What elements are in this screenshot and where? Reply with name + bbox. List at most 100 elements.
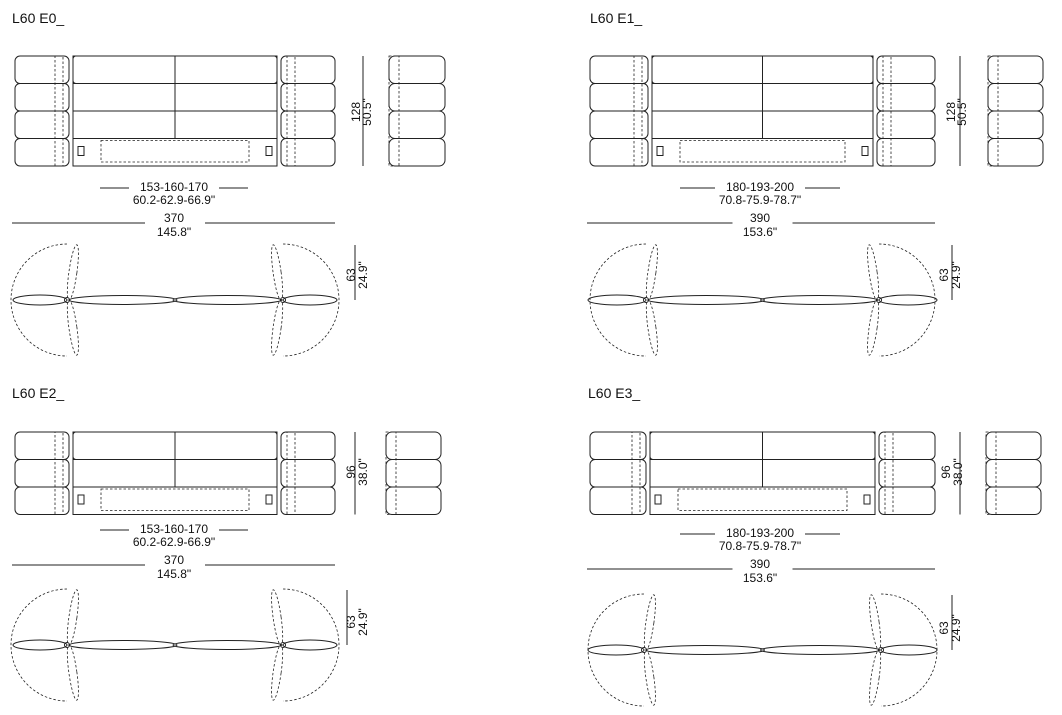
armrest-cushion: [878, 431, 936, 460]
side-view-cushion: [985, 459, 1042, 488]
bed-length-cm-label: 180-193-200: [726, 180, 794, 194]
armrest-hinge-outline: [286, 431, 296, 515]
sofa-center-frame: [72, 55, 278, 167]
control-button-icon: [863, 494, 871, 505]
depth-in-label: 24.9": [949, 261, 963, 289]
control-button-icon: [77, 146, 85, 156]
depth-cm-label: 63: [937, 268, 951, 282]
armrest-cushion: [14, 431, 70, 460]
armrest-swing-arc: [878, 243, 936, 357]
armrest-cushion: [280, 55, 336, 84]
height-cm-label: 96: [344, 465, 358, 479]
bed-length-cm-label: 180-193-200: [726, 526, 794, 540]
height-cm-label: 128: [349, 102, 363, 122]
armrest-top-view: [587, 644, 645, 656]
panel-title: L60 E2_: [12, 385, 64, 401]
armrest-rotated-position: [867, 299, 880, 356]
armrest-top-view: [587, 294, 647, 306]
armrest-rotated-position: [271, 299, 284, 356]
armrest-top-view: [282, 294, 338, 306]
panel-l60-e2: L60 E2_ 96 38.0" 153-160-170 60.2-62.9-6…: [10, 385, 442, 702]
sofa-drawing: [10, 55, 446, 357]
total-width-in-label: 153.6": [743, 225, 777, 239]
armrest-top-view: [12, 294, 68, 306]
depth-in-label: 24.9": [949, 614, 963, 642]
total-width-cm-label: 370: [164, 553, 184, 567]
control-button-icon: [861, 146, 869, 156]
sofa-center-frame: [651, 55, 874, 167]
control-button-icon: [265, 146, 273, 156]
armrest-cushion: [280, 431, 336, 460]
armrest-cushion: [589, 110, 649, 139]
armrest-rotated-position: [271, 644, 284, 701]
armrest-rotated-position: [645, 299, 658, 356]
armrest-top-view: [12, 639, 68, 651]
seat-top-view: [172, 295, 282, 305]
armrest-cushion: [14, 138, 70, 167]
armrest-cushion: [14, 83, 70, 112]
armrest-hinge-outline: [54, 431, 64, 515]
armrest-rotated-position: [66, 644, 79, 701]
height-in-label: 38.0": [951, 458, 965, 486]
armrest-cushion: [280, 110, 336, 139]
armrest-cushion: [14, 459, 70, 488]
sofa-drawing: [587, 431, 1042, 707]
seat-top-view: [172, 640, 282, 650]
sofa-center-frame: [72, 431, 278, 515]
armrest-cushion: [589, 138, 649, 167]
armrest-swing-arc: [587, 593, 645, 707]
side-view-cushion: [388, 83, 446, 112]
bed-length-cm-label: 153-160-170: [140, 180, 208, 194]
seat-top-view: [645, 645, 765, 655]
armrest-cushion: [280, 83, 336, 112]
armrest-cushion: [876, 138, 936, 167]
armrest-top-view: [880, 644, 938, 656]
armrest-cushion: [14, 110, 70, 139]
armrest-rotated-position: [66, 244, 79, 301]
armrest-cushion: [589, 459, 647, 488]
armrest-top-view: [282, 639, 338, 651]
armrest-cushion: [589, 83, 649, 112]
sofa-drawing: [10, 431, 442, 702]
bed-length-in-label: 60.2-62.9-66.9": [133, 535, 215, 549]
bed-frame-outline: [100, 488, 250, 511]
sofa-drawing: [587, 55, 1044, 357]
side-view-hinge: [985, 431, 997, 515]
sofa-center-frame: [649, 431, 876, 515]
panel-l60-e0: L60 E0_ 128 50.5" 153-160-170 60.2-62.9-…: [10, 10, 446, 357]
bed-length-cm-label: 153-160-170: [140, 522, 208, 536]
armrest-cushion: [876, 110, 936, 139]
height-in-label: 50.5": [360, 98, 374, 126]
side-view-cushion: [385, 486, 442, 515]
armrest-cushion: [876, 83, 936, 112]
side-view-cushion: [985, 431, 1042, 460]
control-button-icon: [654, 494, 662, 505]
armrest-rotated-position: [66, 589, 79, 646]
height-cm-label: 96: [939, 465, 953, 479]
panel-title: L60 E1_: [590, 10, 642, 26]
seat-top-view: [760, 645, 880, 655]
armrest-hinge-outline: [882, 55, 892, 167]
armrest-rotated-position: [271, 589, 284, 646]
total-width-in-label: 145.8": [157, 567, 191, 581]
armrest-hinge-outline: [54, 55, 64, 167]
bed-frame-outline: [679, 140, 846, 163]
armrest-rotated-position: [643, 594, 656, 651]
side-view-cushion: [388, 110, 446, 139]
side-view-cushion: [987, 110, 1044, 139]
depth-in-label: 24.9": [356, 608, 370, 636]
side-view-cushion: [385, 459, 442, 488]
height-in-label: 38.0": [356, 458, 370, 486]
armrest-cushion: [589, 431, 647, 460]
depth-cm-label: 63: [344, 268, 358, 282]
side-view-cushion: [985, 486, 1042, 515]
bed-length-in-label: 60.2-62.9-66.9": [133, 193, 215, 207]
height-in-label: 50.5": [955, 98, 969, 126]
control-button-icon: [265, 494, 273, 505]
armrest-cushion: [589, 486, 647, 515]
total-width-in-label: 153.6": [743, 571, 777, 585]
armrest-swing-arc: [282, 243, 340, 357]
total-width-cm-label: 390: [750, 557, 770, 571]
side-view-hinge: [388, 55, 400, 167]
panel-l60-e1: L60 E1_ 128 50.5" 180-193-200 70.8-75.9-…: [587, 10, 1044, 357]
